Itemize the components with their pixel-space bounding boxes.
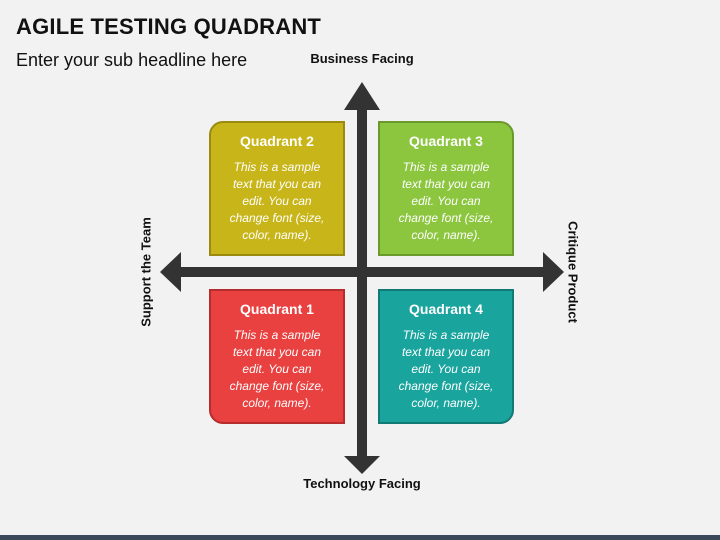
quadrant-2-text: This is a sample text that you can edit.…: [229, 160, 325, 242]
slide-subtitle: Enter your sub headline here: [16, 50, 248, 70]
quadrant-1-text: This is a sample text that you can edit.…: [229, 328, 325, 410]
slide-title: AGILE TESTING QUADRANT: [16, 14, 322, 39]
axis-label-technology-facing: Technology Facing: [303, 476, 421, 491]
quadrant-1-title: Quadrant 1: [240, 301, 314, 317]
quadrant-3-text: This is a sample text that you can edit.…: [398, 160, 494, 242]
axis-label-critique-product: Critique Product: [565, 221, 581, 323]
quadrant-4-text: This is a sample text that you can edit.…: [398, 328, 494, 410]
axis-label-business-facing: Business Facing: [310, 51, 414, 66]
quadrant-2-box[interactable]: Quadrant 2 This is a sample text that yo…: [209, 121, 345, 256]
quadrant-3-title: Quadrant 3: [409, 133, 483, 149]
footer-bar: [0, 535, 720, 540]
axis-label-support-the-team: Support the Team: [138, 217, 154, 327]
quadrant-3-box[interactable]: Quadrant 3 This is a sample text that yo…: [378, 121, 514, 256]
quadrant-2-title: Quadrant 2: [240, 133, 314, 149]
vertical-axis-arrow: [344, 82, 380, 474]
horizontal-axis-arrow: [160, 252, 564, 292]
quadrant-4-box[interactable]: Quadrant 4 This is a sample text that yo…: [378, 289, 514, 424]
quadrant-1-box[interactable]: Quadrant 1 This is a sample text that yo…: [209, 289, 345, 424]
quadrant-4-title: Quadrant 4: [409, 301, 483, 317]
